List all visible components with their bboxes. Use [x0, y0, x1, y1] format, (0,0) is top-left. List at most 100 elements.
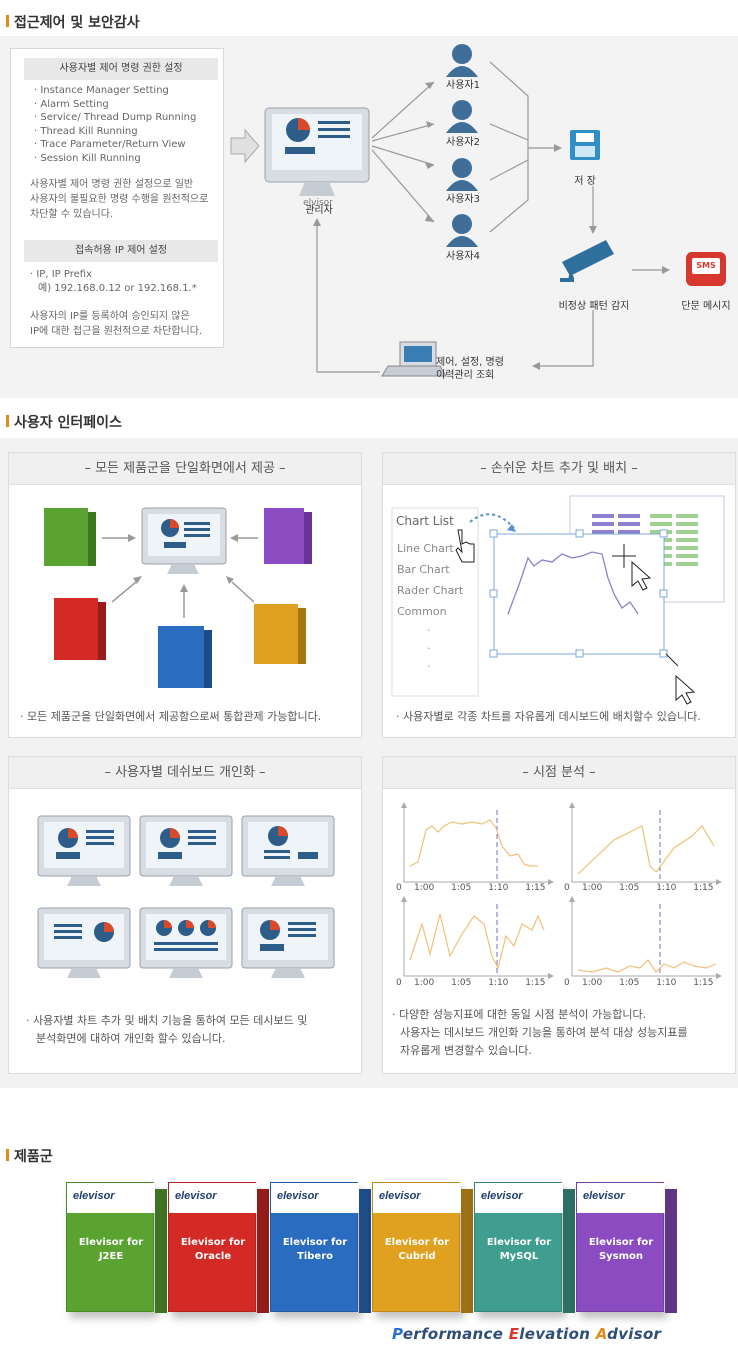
- section-title-products: 제품군: [6, 1146, 53, 1166]
- card-caption: · 다양한 성능지표에 대한 동일 시점 분석이 가능합니다. 사용자는 데시보…: [392, 1008, 688, 1057]
- chart-list-item[interactable]: Common: [397, 605, 447, 618]
- product-box-side: [563, 1189, 575, 1313]
- card-caption: · 사용자별 차트 추가 및 배치 기능을 통하여 모든 데시보드 및 분석화면…: [26, 1014, 308, 1045]
- product-name-line2: MySQL: [499, 1251, 539, 1262]
- product-name-line2: J2EE: [98, 1251, 124, 1262]
- store-label: 저 장: [574, 176, 596, 187]
- chart-list-item[interactable]: Bar Chart: [397, 563, 450, 576]
- cmd-item: · Alarm Setting: [34, 98, 109, 110]
- card-timepoint-analysis: – 시점 분석 –: [382, 756, 736, 1074]
- monitor-icon: [241, 907, 335, 978]
- product-box-top-band: [475, 1183, 563, 1213]
- product-name-line1: Elevisor for: [384, 1237, 450, 1248]
- product-name-line1: Elevisor for: [78, 1237, 144, 1248]
- user-icon: [446, 158, 478, 191]
- card-title: – 사용자별 데쉬보드 개인화 –: [9, 757, 361, 789]
- product-name-line1: Elevisor for: [588, 1237, 654, 1248]
- product-box-top-band: [373, 1183, 461, 1213]
- product-name-line2: Sysmon: [598, 1251, 644, 1262]
- chart-list[interactable]: Line Chart Bar Chart Rader Chart Common …: [397, 538, 463, 676]
- product-box-side: [257, 1189, 269, 1313]
- card-title: – 모든 제품군을 단일화면에서 제공 –: [9, 453, 361, 485]
- product-box-tibero: [158, 626, 212, 688]
- product-name-line1: Elevisor for: [180, 1237, 246, 1248]
- product-box-side: [461, 1189, 473, 1313]
- admin-monitor-icon: [264, 107, 370, 196]
- card-single-screen: – 모든 제품군을 단일화면에서 제공 –: [8, 452, 362, 738]
- hand-cursor-icon: [455, 529, 475, 563]
- product-name-line1: Elevisor for: [486, 1237, 552, 1248]
- cmd-item: · Session Kill Running: [34, 152, 141, 164]
- dashboard-monitors: [37, 815, 335, 978]
- product-box-cubrid: [254, 604, 306, 664]
- product-box-side: [665, 1189, 677, 1313]
- chart-list-header: Chart List: [396, 514, 454, 528]
- card-caption: · 모든 제품군을 단일화면에서 제공함으로써 통합관제 가능합니다.: [20, 710, 322, 723]
- resize-cursor-icon: [675, 674, 696, 705]
- product-integration-diagram: [44, 507, 312, 688]
- user-icon: [446, 44, 478, 77]
- arrow-cursor-icon: [631, 560, 652, 591]
- product-name-line2: Oracle: [194, 1251, 232, 1262]
- monitor-icon: [37, 815, 131, 886]
- elevisor-logo: elevisor: [583, 1190, 625, 1202]
- product-name-line1: Elevisor for: [282, 1237, 348, 1248]
- monitor-brand: elvisor: [303, 198, 333, 208]
- ip-panel-header: 접속허용 IP 제어 설정: [24, 240, 218, 262]
- user-icon: [446, 214, 478, 247]
- product-box-top-band: [271, 1183, 359, 1213]
- monitor-icon: [141, 507, 227, 574]
- chart-list-item[interactable]: Rader Chart: [397, 584, 464, 597]
- timepoint-charts: [401, 802, 722, 979]
- time-axis-ticks: 1:00 1:05 1:10 1:15: [414, 883, 546, 893]
- product-box-top-band: [67, 1183, 155, 1213]
- time-axis-ticks: 1:00 1:05 1:10 1:15: [582, 883, 714, 893]
- save-disk-icon: [570, 130, 600, 160]
- product-box-side: [359, 1189, 371, 1313]
- elevisor-logo: elevisor: [73, 1190, 115, 1202]
- monitor-icon: [139, 815, 233, 886]
- elevisor-logo: elevisor: [277, 1190, 319, 1202]
- cmd-panel-note: 사용자별 제어 명령 권한 설정으로 일반 사용자의 불필요한 명령 수행을 원…: [30, 179, 209, 220]
- monitor-icon: [241, 815, 335, 886]
- sms-phone-icon: [686, 252, 726, 286]
- card-title: – 손쉬운 차트 추가 및 배치 –: [383, 453, 735, 485]
- product-name-line2: Cubrid: [398, 1251, 436, 1262]
- cmd-item: · Instance Manager Setting: [34, 85, 169, 96]
- monitor-icon: [139, 907, 233, 978]
- user-label: 사용자1: [446, 80, 480, 91]
- chart-list-item[interactable]: Line Chart: [397, 542, 454, 555]
- ip-panel-note: 사용자의 IP를 등록하여 승인되지 않은 IP에 대한 접근을 원천적으로 차…: [30, 311, 203, 337]
- user-icons: [446, 44, 478, 247]
- access-settings-panel: [10, 48, 224, 348]
- slogan: Performance Elevation Advisor: [392, 1325, 662, 1343]
- card-caption: · 사용자별로 각종 차트를 자유롭게 데시보드에 배치할수 있습니다.: [396, 710, 701, 723]
- chart-placement-illustration: [391, 495, 725, 705]
- user-label: 사용자2: [446, 137, 480, 148]
- product-box-top-band: [577, 1183, 665, 1213]
- time-axis-ticks: 1:00 1:05 1:10 1:15: [582, 978, 714, 988]
- admin-label: 관리자: [305, 205, 333, 216]
- user-label: 사용자3: [446, 194, 480, 205]
- section-title-ui: 사용자 인터페이스: [6, 412, 122, 432]
- time-axis-zero: 0: [564, 978, 570, 988]
- ip-panel-body: · IP, IP Prefix 예) 192.168.0.12 or 192.1…: [30, 269, 197, 294]
- time-axis-ticks: 1:00 1:05 1:10 1:15: [414, 978, 546, 988]
- card-title: – 시점 분석 –: [383, 757, 735, 789]
- elevisor-logo: elevisor: [481, 1190, 523, 1202]
- product-box-oracle: [54, 598, 106, 660]
- time-axis-zero: 0: [564, 883, 570, 893]
- sms-label: 단문 메시지: [681, 301, 731, 312]
- laptop-icon: [381, 341, 447, 377]
- access-diagram: [230, 44, 726, 377]
- cmd-permission-list: · Instance Manager Setting · Alarm Setti…: [34, 84, 196, 165]
- elevisor-logo: elevisor: [379, 1190, 421, 1202]
- cmd-item: · Trace Parameter/Return View: [34, 139, 186, 150]
- time-axis-zero: 0: [396, 883, 402, 893]
